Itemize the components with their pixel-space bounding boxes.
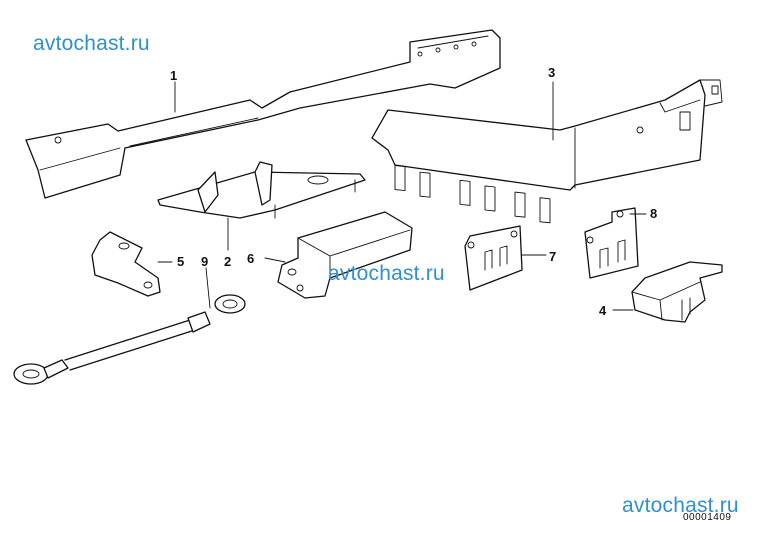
part-8-plate xyxy=(584,207,639,279)
part-3-bracket xyxy=(371,79,723,224)
diagram-reference-number: 00001409 xyxy=(683,512,732,523)
callout-1: 1 xyxy=(170,68,178,83)
callout-4: 4 xyxy=(599,303,607,318)
watermark-top: avtochast.ru xyxy=(33,32,150,55)
part-7-plate xyxy=(464,225,523,291)
callout-9: 9 xyxy=(201,254,209,269)
callout-6: 6 xyxy=(247,251,255,266)
part-9-cable xyxy=(13,294,246,385)
part-2-plate xyxy=(157,161,366,219)
watermark-bottom: avtochast.ru xyxy=(622,494,739,517)
callout-8: 8 xyxy=(650,206,658,221)
part-5-bracket xyxy=(91,231,161,297)
callout-2: 2 xyxy=(224,254,232,269)
part-4-cover xyxy=(631,261,723,323)
callout-5: 5 xyxy=(177,254,185,269)
leader-9 xyxy=(205,267,211,309)
part-6-clip xyxy=(277,211,413,299)
callout-3: 3 xyxy=(548,65,556,80)
leader-6 xyxy=(264,257,286,263)
part-1-rail xyxy=(25,29,501,199)
watermark-center: avtochast.ru xyxy=(328,262,445,285)
callout-7: 7 xyxy=(549,249,557,264)
